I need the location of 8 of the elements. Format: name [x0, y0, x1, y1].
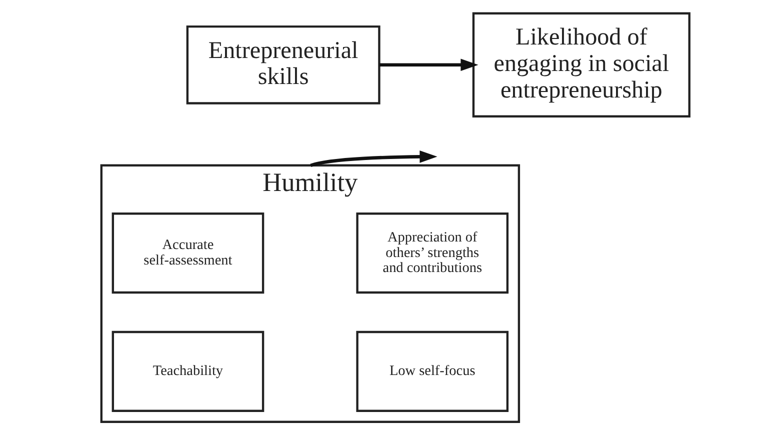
node-box: Low self-focus [356, 330, 508, 412]
node-box: Teachability [111, 330, 264, 412]
node-box: Appreciation of others’ strengths and contributions [356, 212, 508, 294]
arrow [378, 58, 478, 71]
node-box: Entrepreneurial skills [186, 24, 380, 104]
node-box: Accurate self-assessment [111, 212, 264, 294]
node-box: Likelihood of engaging in social entrepreneurship [472, 12, 690, 117]
arrow [310, 150, 437, 166]
